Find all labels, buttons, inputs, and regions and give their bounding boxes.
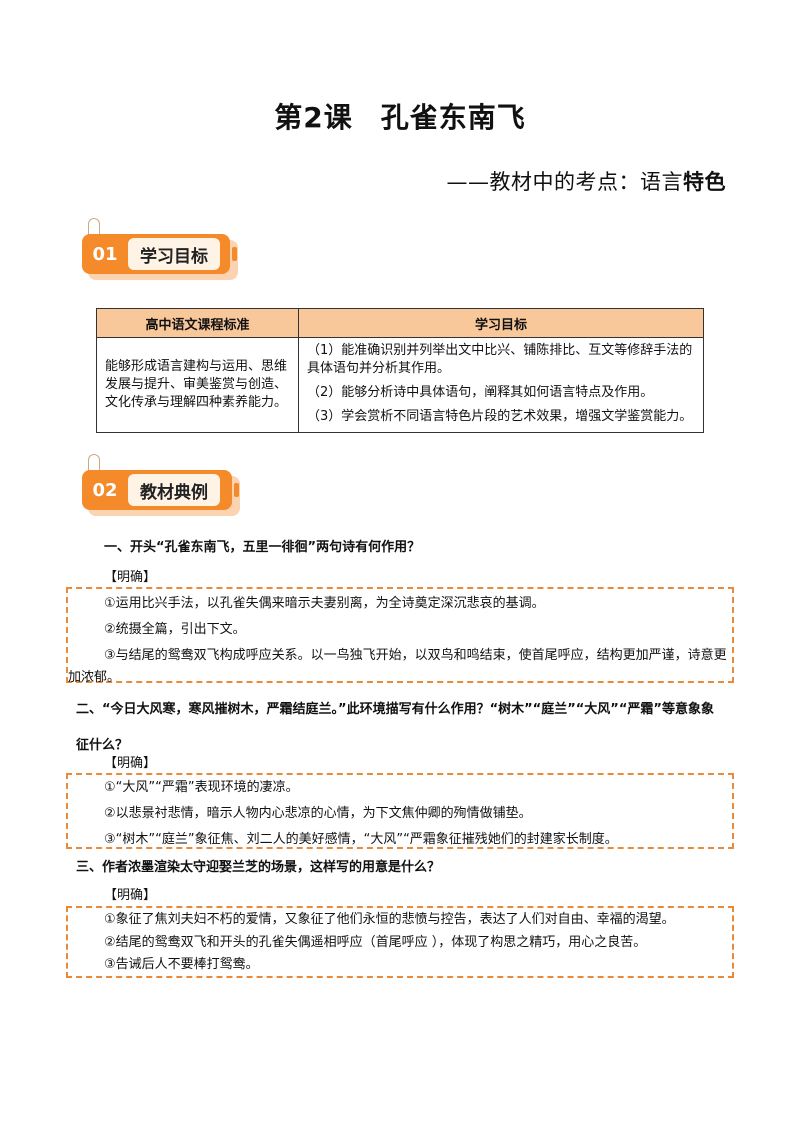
table-header-standard: 高中语文课程标准 — [96, 308, 299, 338]
answer-tag: 【明确】 — [104, 570, 157, 585]
question-3: 三、作者浓墨渲染太守迎娶兰芝的场景，这样写的用意是什么？ — [76, 860, 441, 875]
answer-item: ③与结尾的鸳鸯双飞构成呼应关系。以一鸟独飞开始，以双鸟和鸣结束，使首尾呼应，结构… — [68, 648, 727, 685]
answer-item: ③“树木”“庭兰”象征焦、刘二人的美好感情，“大风”“严霜象征摧残她们的封建家长… — [104, 832, 618, 847]
answer-item: ①象征了焦刘夫妇不朽的爱情，又象征了他们永恒的悲愤与控告，表达了人们对自由、幸福… — [104, 912, 675, 927]
question-2: 二、“今日大风寒，寒风摧树木，严霜结庭兰。”此环境描写有什么作用？“树木”“庭兰… — [76, 702, 714, 753]
section-label: 教材典例 — [128, 474, 220, 506]
answer-tag: 【明确】 — [104, 756, 157, 771]
paperclip-icon — [88, 454, 100, 473]
table-header-goals: 学习目标 — [298, 308, 704, 338]
answer-item: ③告诫后人不要棒打鸳鸯。 — [104, 957, 259, 972]
answer-box-2: ①“大风”“严霜”表现环境的凄凉。 ②以悲景衬悲情，暗示人物内心悲凉的心情，为下… — [66, 773, 734, 849]
section-label: 学习目标 — [128, 238, 220, 270]
answer-tag: 【明确】 — [104, 888, 157, 903]
section-number: 01 — [92, 243, 118, 265]
answer-box-3: ①象征了焦刘夫妇不朽的爱情，又象征了他们永恒的悲愤与控告，表达了人们对自由、幸福… — [66, 906, 734, 978]
goal-item: （3）学会赏析不同语言特色片段的艺术效果，增强文学鉴赏能力。 — [307, 409, 693, 424]
subtitle-bold: 特色 — [683, 170, 726, 194]
question-1: 一、开头“孔雀东南飞，五里一徘徊”两句诗有何作用？ — [104, 540, 421, 555]
section-number: 02 — [92, 479, 118, 501]
subtitle-prefix: ——教材中的考点：语言 — [446, 170, 683, 194]
lesson-subtitle: ——教材中的考点：语言特色 — [447, 166, 727, 196]
lesson-name: 孔雀东南飞 — [380, 101, 526, 134]
answer-item: ②统摄全篇，引出下文。 — [104, 622, 246, 637]
standard-cell: 能够形成语言建构与运用、思维发展与提升、审美鉴赏与创造、文化传承与理解四种素养能… — [96, 337, 299, 433]
goal-item: （1）能准确识别并列举出文中比兴、铺陈排比、互文等修辞手法的具体语句并分析其作用… — [307, 343, 693, 376]
answer-item: ②以悲景衬悲情，暗示人物内心悲凉的心情，为下文焦仲卿的殉情做铺垫。 — [104, 806, 532, 821]
lesson-title: 第2课孔雀东南飞 — [0, 96, 800, 136]
standards-table: 高中语文课程标准 学习目标 能够形成语言建构与运用、思维发展与提升、审美鉴赏与创… — [96, 308, 704, 433]
answer-item: ①“大风”“严霜”表现环境的凄凉。 — [104, 780, 299, 795]
answer-box-1: ①运用比兴手法，以孔雀失偶来暗示夫妻别离，为全诗奠定深沉悲哀的基调。 ②统摄全篇… — [66, 587, 734, 685]
lesson-number: 第2课 — [274, 101, 353, 134]
goals-cell: （1）能准确识别并列举出文中比兴、铺陈排比、互文等修辞手法的具体语句并分析其作用… — [298, 337, 704, 433]
paperclip-icon — [88, 218, 100, 237]
goal-item: （2）能够分析诗中具体语句，阐释其如何语言特点及作用。 — [307, 385, 654, 400]
answer-item: ②结尾的鸳鸯双飞和开头的孔雀失偶遥相呼应（首尾呼应 ），体现了构思之精巧，用心之… — [104, 935, 647, 950]
answer-item: ①运用比兴手法，以孔雀失偶来暗示夫妻别离，为全诗奠定深沉悲哀的基调。 — [104, 596, 545, 611]
